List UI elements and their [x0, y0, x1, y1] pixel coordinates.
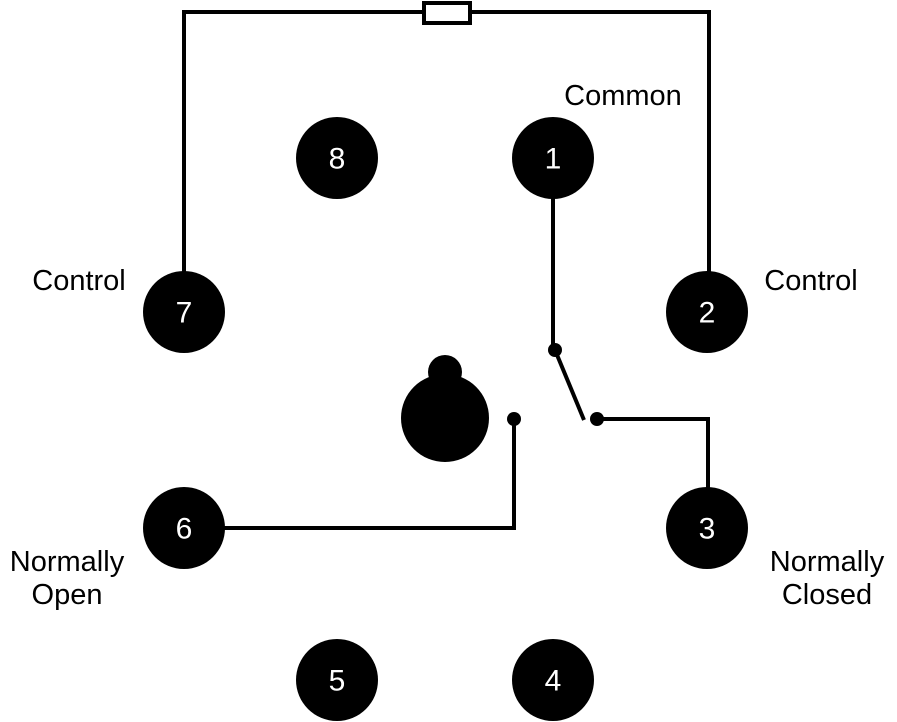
pin-7: 7: [143, 271, 225, 353]
pin-5: 5: [296, 639, 378, 721]
control-left-label: Control: [32, 265, 126, 297]
normally-open-wire: [184, 419, 516, 530]
normally-open-label-line1: Normally: [10, 546, 125, 578]
pin-8-number: 8: [329, 143, 346, 176]
pin-8: 8: [296, 117, 378, 199]
pin-2-number: 2: [699, 297, 716, 330]
pin-4-number: 4: [545, 665, 562, 698]
pin-5-number: 5: [329, 665, 346, 698]
coil-resistor-icon: [422, 1, 472, 25]
pin-3-number: 3: [699, 513, 716, 546]
pin-6: 6: [143, 487, 225, 569]
switch-arm: [553, 349, 586, 421]
normally-open-label-line2: Open: [32, 579, 103, 611]
pin-3: 3: [666, 487, 748, 569]
pin-7-number: 7: [176, 297, 193, 330]
common-label: Common: [564, 80, 682, 112]
pin-2: 2: [666, 271, 748, 353]
normally-closed-label-line2: Closed: [782, 579, 872, 611]
pin-1-number: 1: [545, 143, 562, 176]
pin-1: 1: [512, 117, 594, 199]
pin-6-number: 6: [176, 513, 193, 546]
coil-wire: [182, 10, 711, 272]
normally-closed-label-line1: Normally: [770, 546, 885, 578]
control-right-label: Control: [764, 265, 858, 297]
pin-4: 4: [512, 639, 594, 721]
keyway-tab-icon: [401, 355, 489, 462]
switch-pivot-dot: [548, 343, 562, 357]
